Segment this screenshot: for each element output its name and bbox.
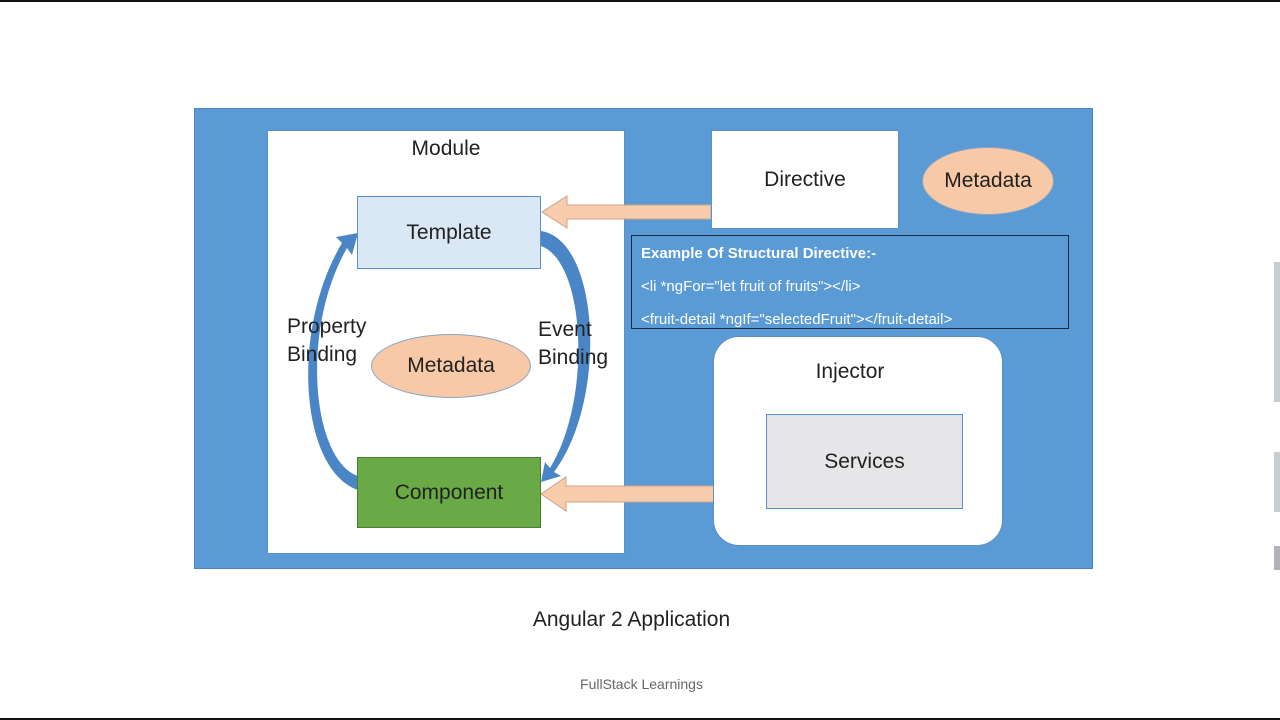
directive-metadata-ellipse: Metadata	[922, 147, 1054, 215]
event-binding-line1: Event	[538, 318, 592, 341]
event-binding-arrow-icon	[541, 231, 591, 482]
property-binding-arrow-icon	[308, 233, 358, 490]
event-binding-label: Event Binding	[538, 316, 608, 372]
top-frame-line	[0, 0, 1280, 2]
example-title: Example Of Structural Directive:-	[641, 245, 877, 262]
bottom-frame-line	[0, 718, 1280, 720]
diagram-caption: Angular 2 Application	[532, 608, 731, 631]
module-label: Module	[411, 137, 481, 160]
directive-to-template-arrow-icon	[541, 195, 712, 229]
credit-text: FullStack Learnings	[580, 676, 703, 692]
component-box: Component	[357, 457, 541, 528]
example-line-ngfor: <li *ngFor="let fruit of fruits"></li>	[641, 278, 861, 295]
directive-label: Directive	[764, 167, 846, 191]
edge-slide-artifact	[1274, 262, 1280, 570]
template-label: Template	[406, 220, 492, 244]
property-binding-label: Property Binding	[287, 313, 366, 369]
property-binding-line1: Property	[287, 315, 367, 338]
directive-metadata-label: Metadata	[944, 169, 1032, 192]
property-binding-line2: Binding	[287, 343, 358, 366]
event-binding-line2: Binding	[538, 346, 609, 369]
services-label: Services	[824, 449, 905, 473]
module-metadata-ellipse: Metadata	[371, 334, 531, 398]
component-label: Component	[394, 480, 504, 504]
services-box: Services	[766, 414, 963, 509]
directive-box: Directive	[711, 130, 899, 229]
injector-label: Injector	[815, 360, 885, 383]
structural-directive-example: Example Of Structural Directive:- <li *n…	[631, 235, 1069, 329]
template-box: Template	[357, 196, 541, 269]
example-line-ngif: <fruit-detail *ngIf="selectedFruit"></fr…	[641, 311, 953, 328]
module-metadata-label: Metadata	[407, 354, 495, 377]
